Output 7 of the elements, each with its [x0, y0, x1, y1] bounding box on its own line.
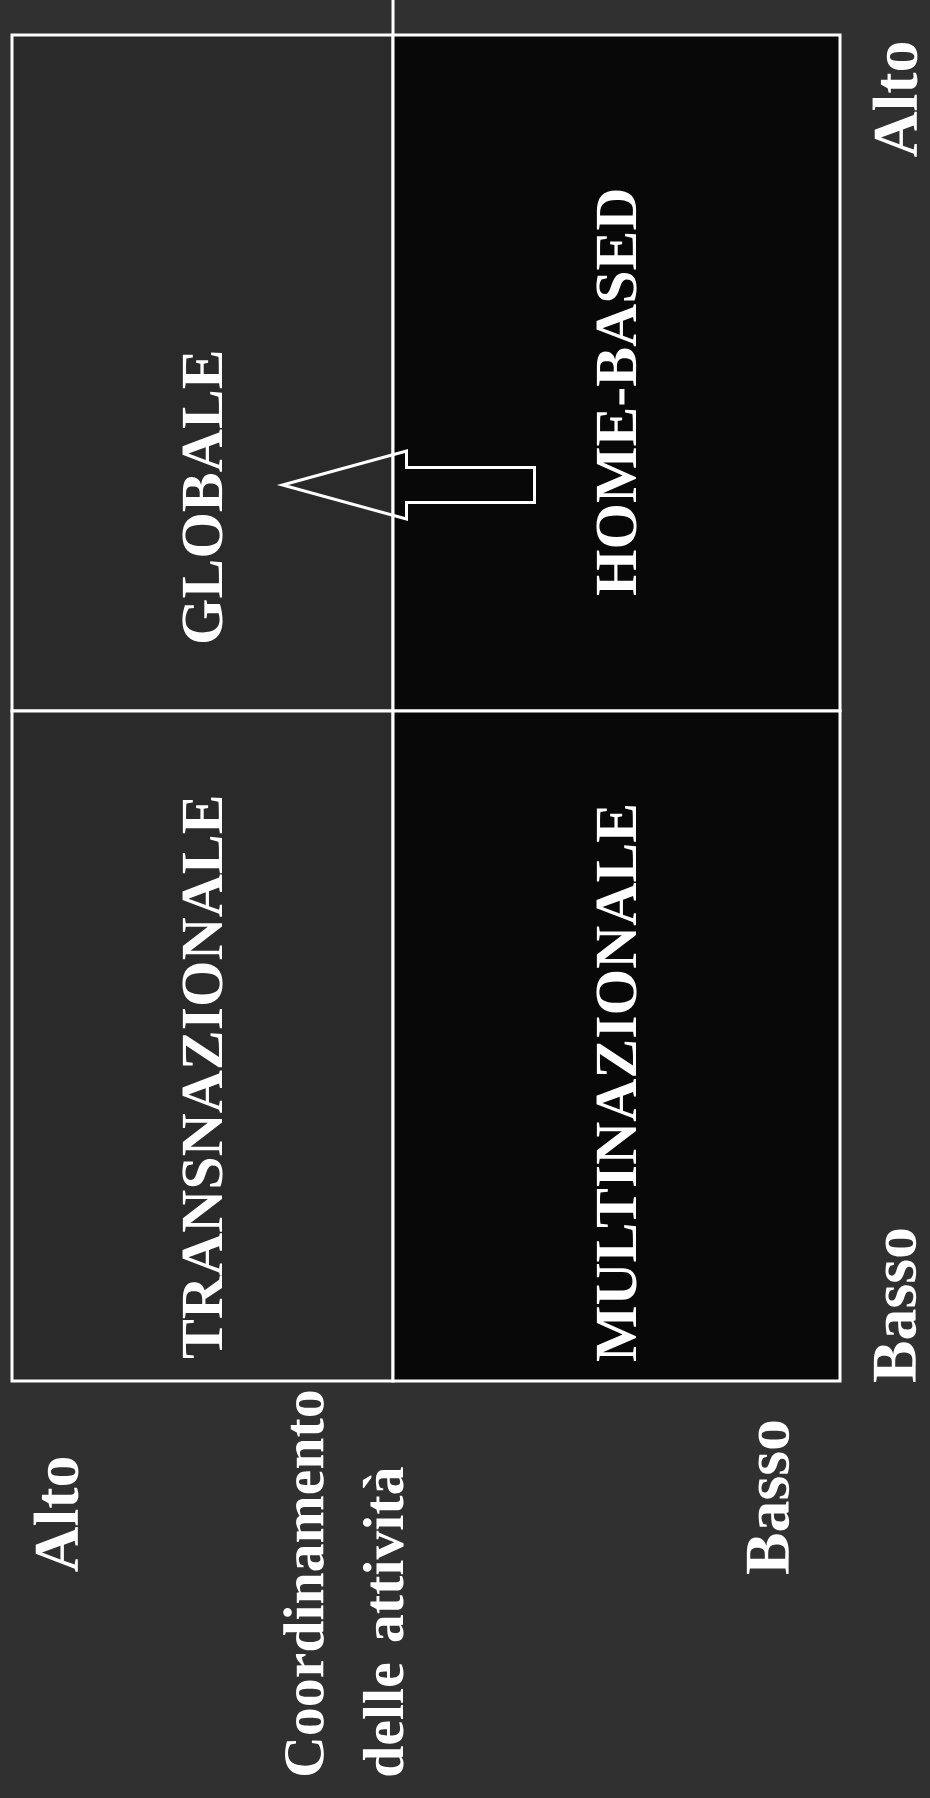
quadrant-box: GLOBALE	[10, 33, 395, 713]
quadrant-box: TRANSNAZIONALE	[10, 709, 395, 1383]
scale-label: Alto	[33, 1458, 79, 1572]
quadrant-box: HOME-BASED	[391, 33, 842, 713]
block-arrow	[276, 449, 536, 521]
axis-label: Coordinamento delle attività	[283, 1391, 404, 1776]
quadrant-box: MULTINAZIONALE	[391, 709, 842, 1383]
